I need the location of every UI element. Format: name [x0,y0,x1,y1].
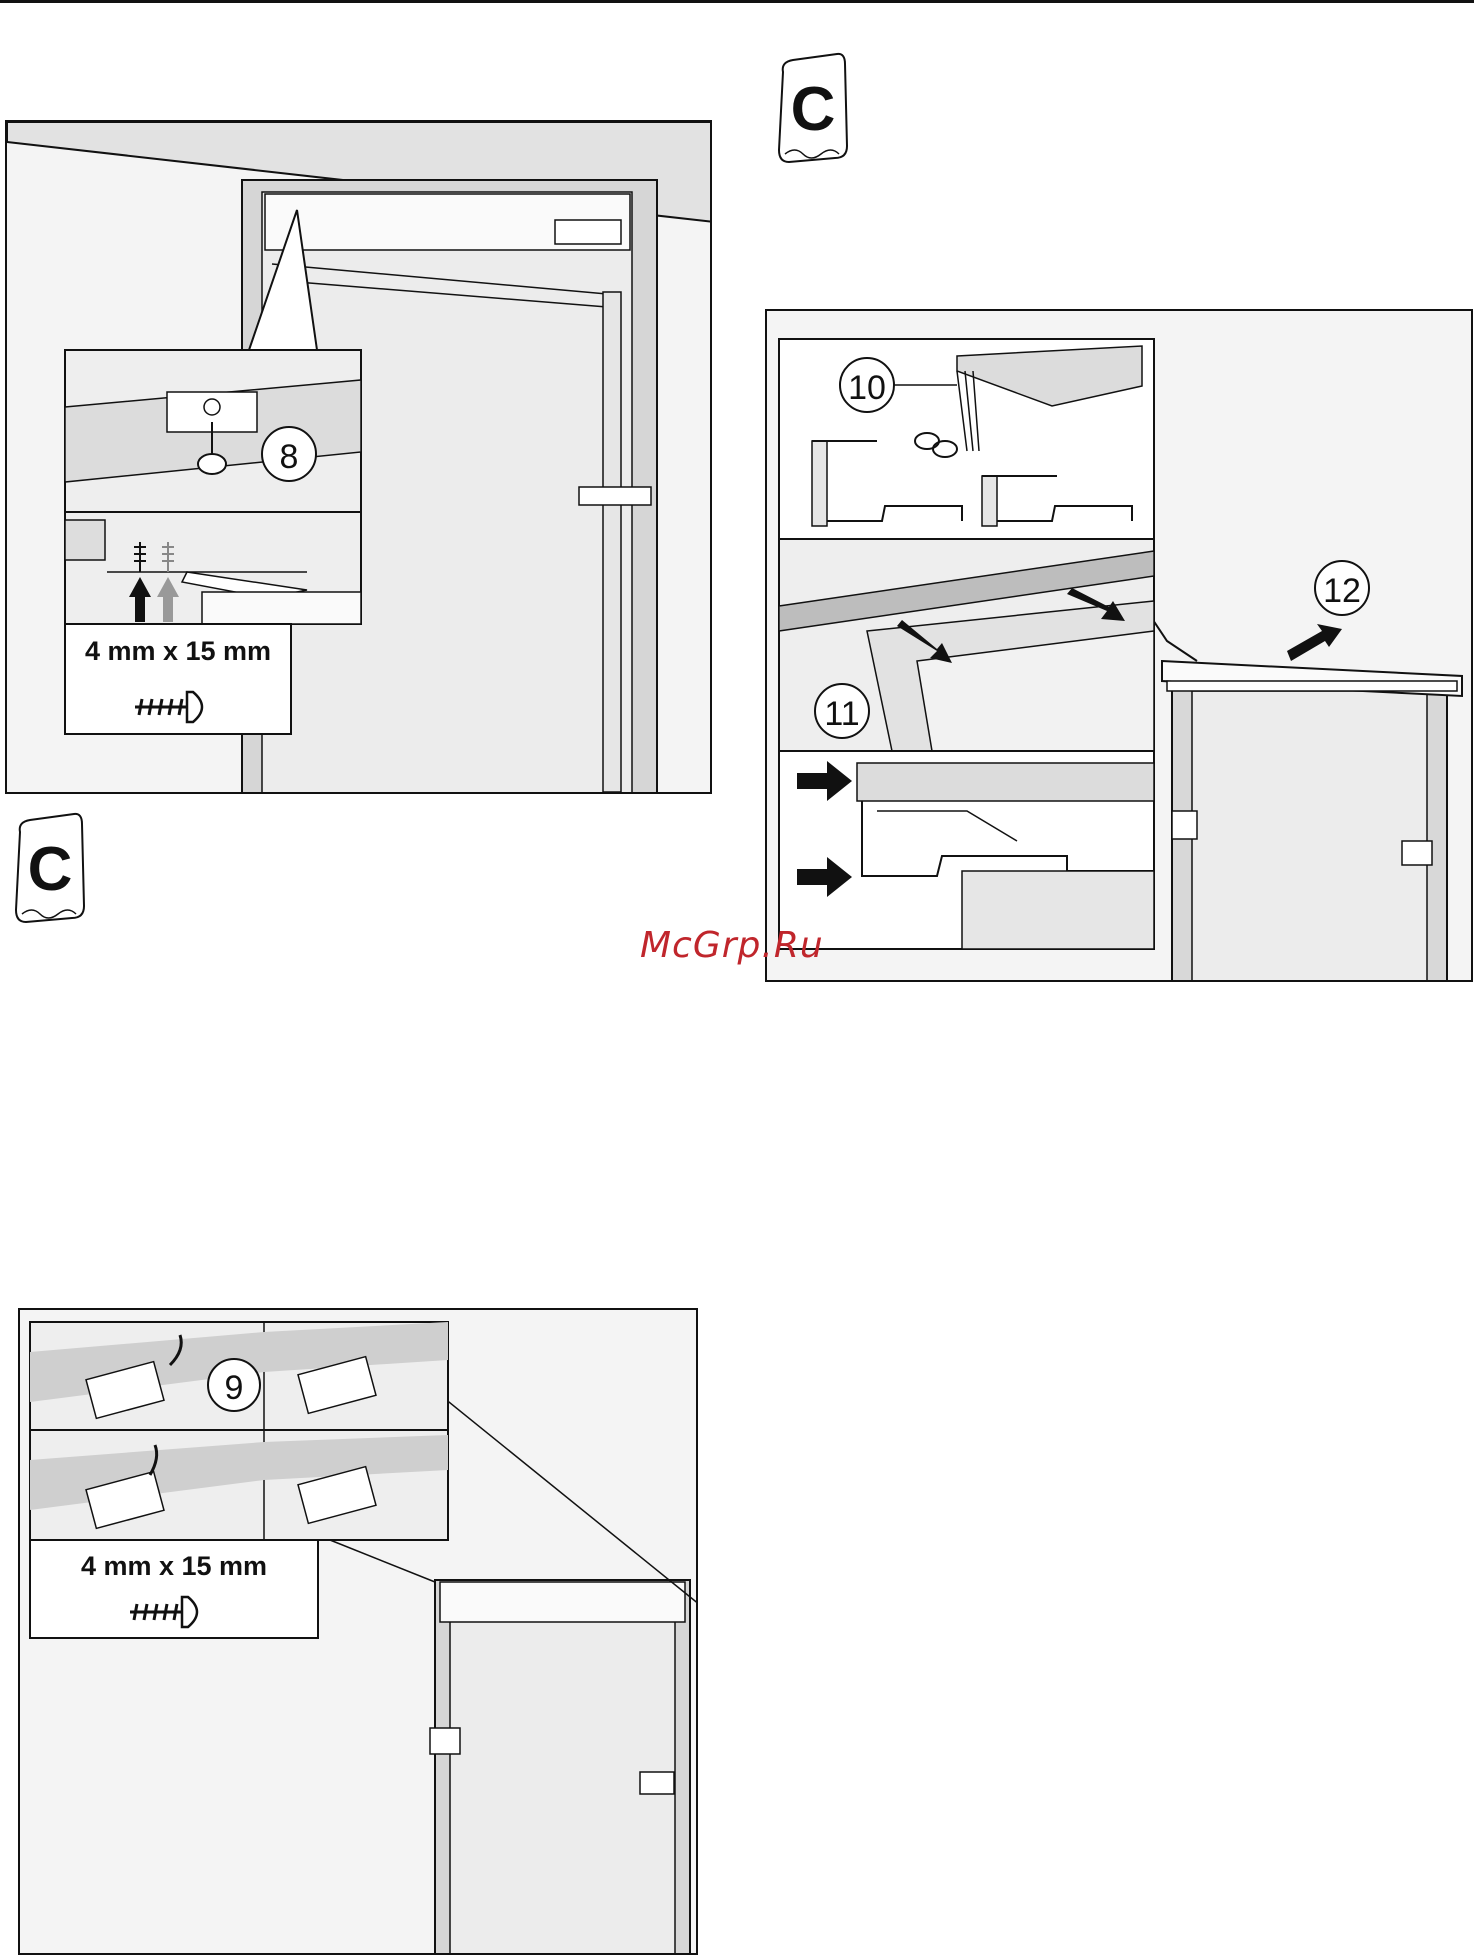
figure-trim-strip-10-12-drawing: 12 10 11 [767,311,1473,982]
figure-hinge-screw-8-drawing: 8 4 mm x 15 mm [7,122,712,794]
step-12-number: 12 [1323,572,1361,610]
figure-hinge-plate-9: 9 4 mm x 15 mm [18,1308,698,1955]
bag-c-letter: C [791,75,836,144]
step-10-number: 10 [848,369,886,407]
watermark-text: McGrp.Ru [640,925,824,966]
step-8-number: 8 [280,438,299,476]
figure-hinge-screw-8: 8 4 mm x 15 mm [5,120,712,794]
bag-c-badge-left: C [12,810,88,926]
bag-c-letter: C [28,835,73,904]
figure-trim-strip-10-12: 12 10 11 [765,309,1473,982]
step-9-number: 9 [225,1369,244,1407]
figure-hinge-plate-9-drawing: 9 4 mm x 15 mm [20,1310,698,1955]
top-rule [0,0,1474,3]
screw-size-label: 4 mm x 15 mm [85,636,271,666]
screw-size-label: 4 mm x 15 mm [81,1551,267,1581]
step-11-number: 11 [824,695,859,733]
bag-c-badge-top: C [775,50,851,166]
